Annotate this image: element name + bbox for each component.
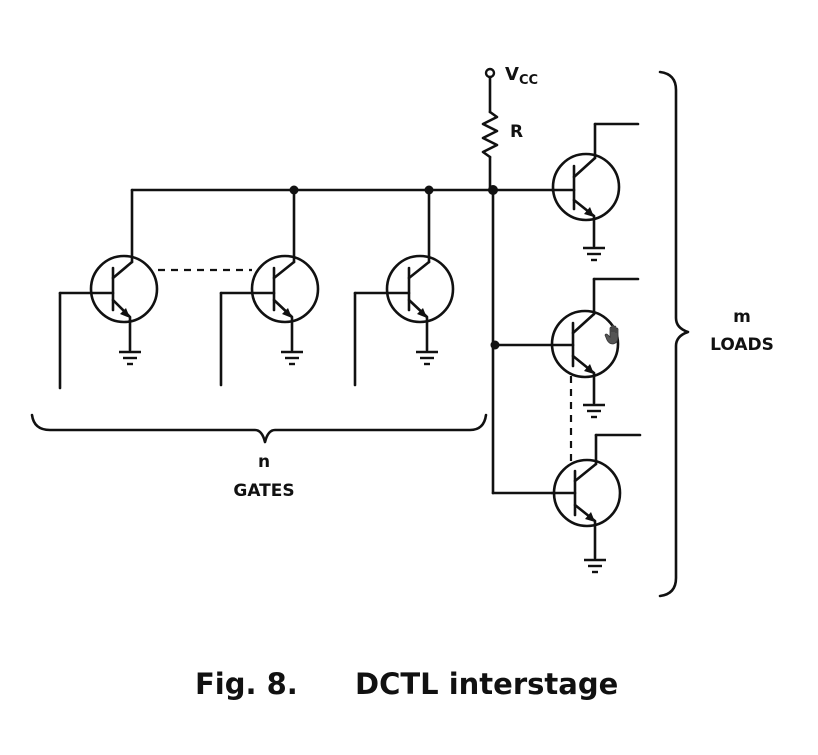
figure-caption-number: Fig. 8. bbox=[195, 667, 298, 701]
gate-transistor-2 bbox=[219, 188, 320, 387]
gate-transistor-3 bbox=[353, 188, 455, 387]
load-transistor-1 bbox=[550, 122, 640, 262]
gates-count-label: n bbox=[258, 452, 270, 472]
ground-symbol bbox=[119, 350, 141, 366]
gate-transistor-1 bbox=[58, 188, 159, 390]
ground-symbol bbox=[281, 350, 303, 366]
figure-caption-title: DCTL interstage bbox=[355, 667, 618, 701]
resistor-r bbox=[481, 110, 499, 159]
ground-symbol bbox=[584, 558, 606, 574]
collector-bus bbox=[130, 185, 554, 495]
resistor-label: R bbox=[510, 122, 523, 142]
gates-bracket: n GATES bbox=[30, 413, 488, 501]
loads-count-label: m bbox=[733, 307, 751, 327]
vcc-label: VCC bbox=[505, 64, 538, 88]
ground-symbol bbox=[583, 246, 605, 262]
vcc-supply: VCC R bbox=[481, 64, 538, 192]
gates-label: GATES bbox=[233, 481, 294, 501]
ground-symbol bbox=[416, 350, 438, 366]
ground-symbol bbox=[583, 403, 605, 419]
load-transistor-2 bbox=[550, 277, 640, 419]
loads-label: LOADS bbox=[710, 335, 774, 355]
load-transistor-3 bbox=[550, 433, 642, 574]
hand-cursor-icon bbox=[604, 324, 619, 345]
loads-bracket: m LOADS bbox=[658, 70, 774, 598]
